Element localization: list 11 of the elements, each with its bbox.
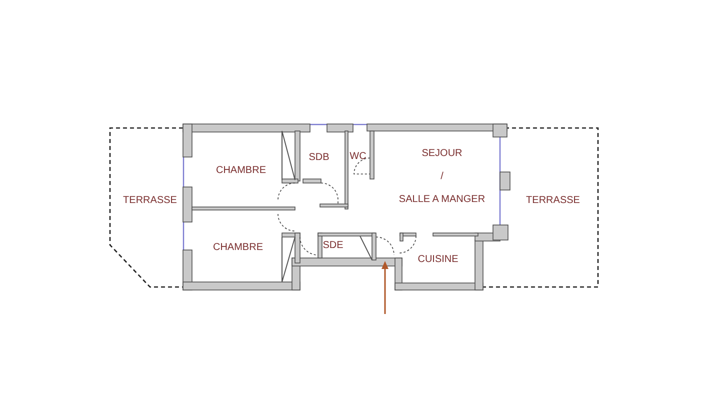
room-label: CHAMBRE	[213, 242, 263, 254]
room-label: TERRASSE	[526, 195, 580, 207]
room-label: CHAMBRE	[216, 165, 266, 177]
room-label: WC	[350, 151, 366, 163]
room-label: SDE	[322, 240, 344, 252]
room-label: SALLE A MANGER	[398, 194, 486, 206]
room-label: TERRASSE	[123, 195, 177, 207]
room-label: /	[440, 171, 444, 183]
room-label: SDB	[308, 152, 330, 164]
room-label: CUISINE	[418, 254, 458, 266]
room-label: SEJOUR	[422, 148, 462, 160]
